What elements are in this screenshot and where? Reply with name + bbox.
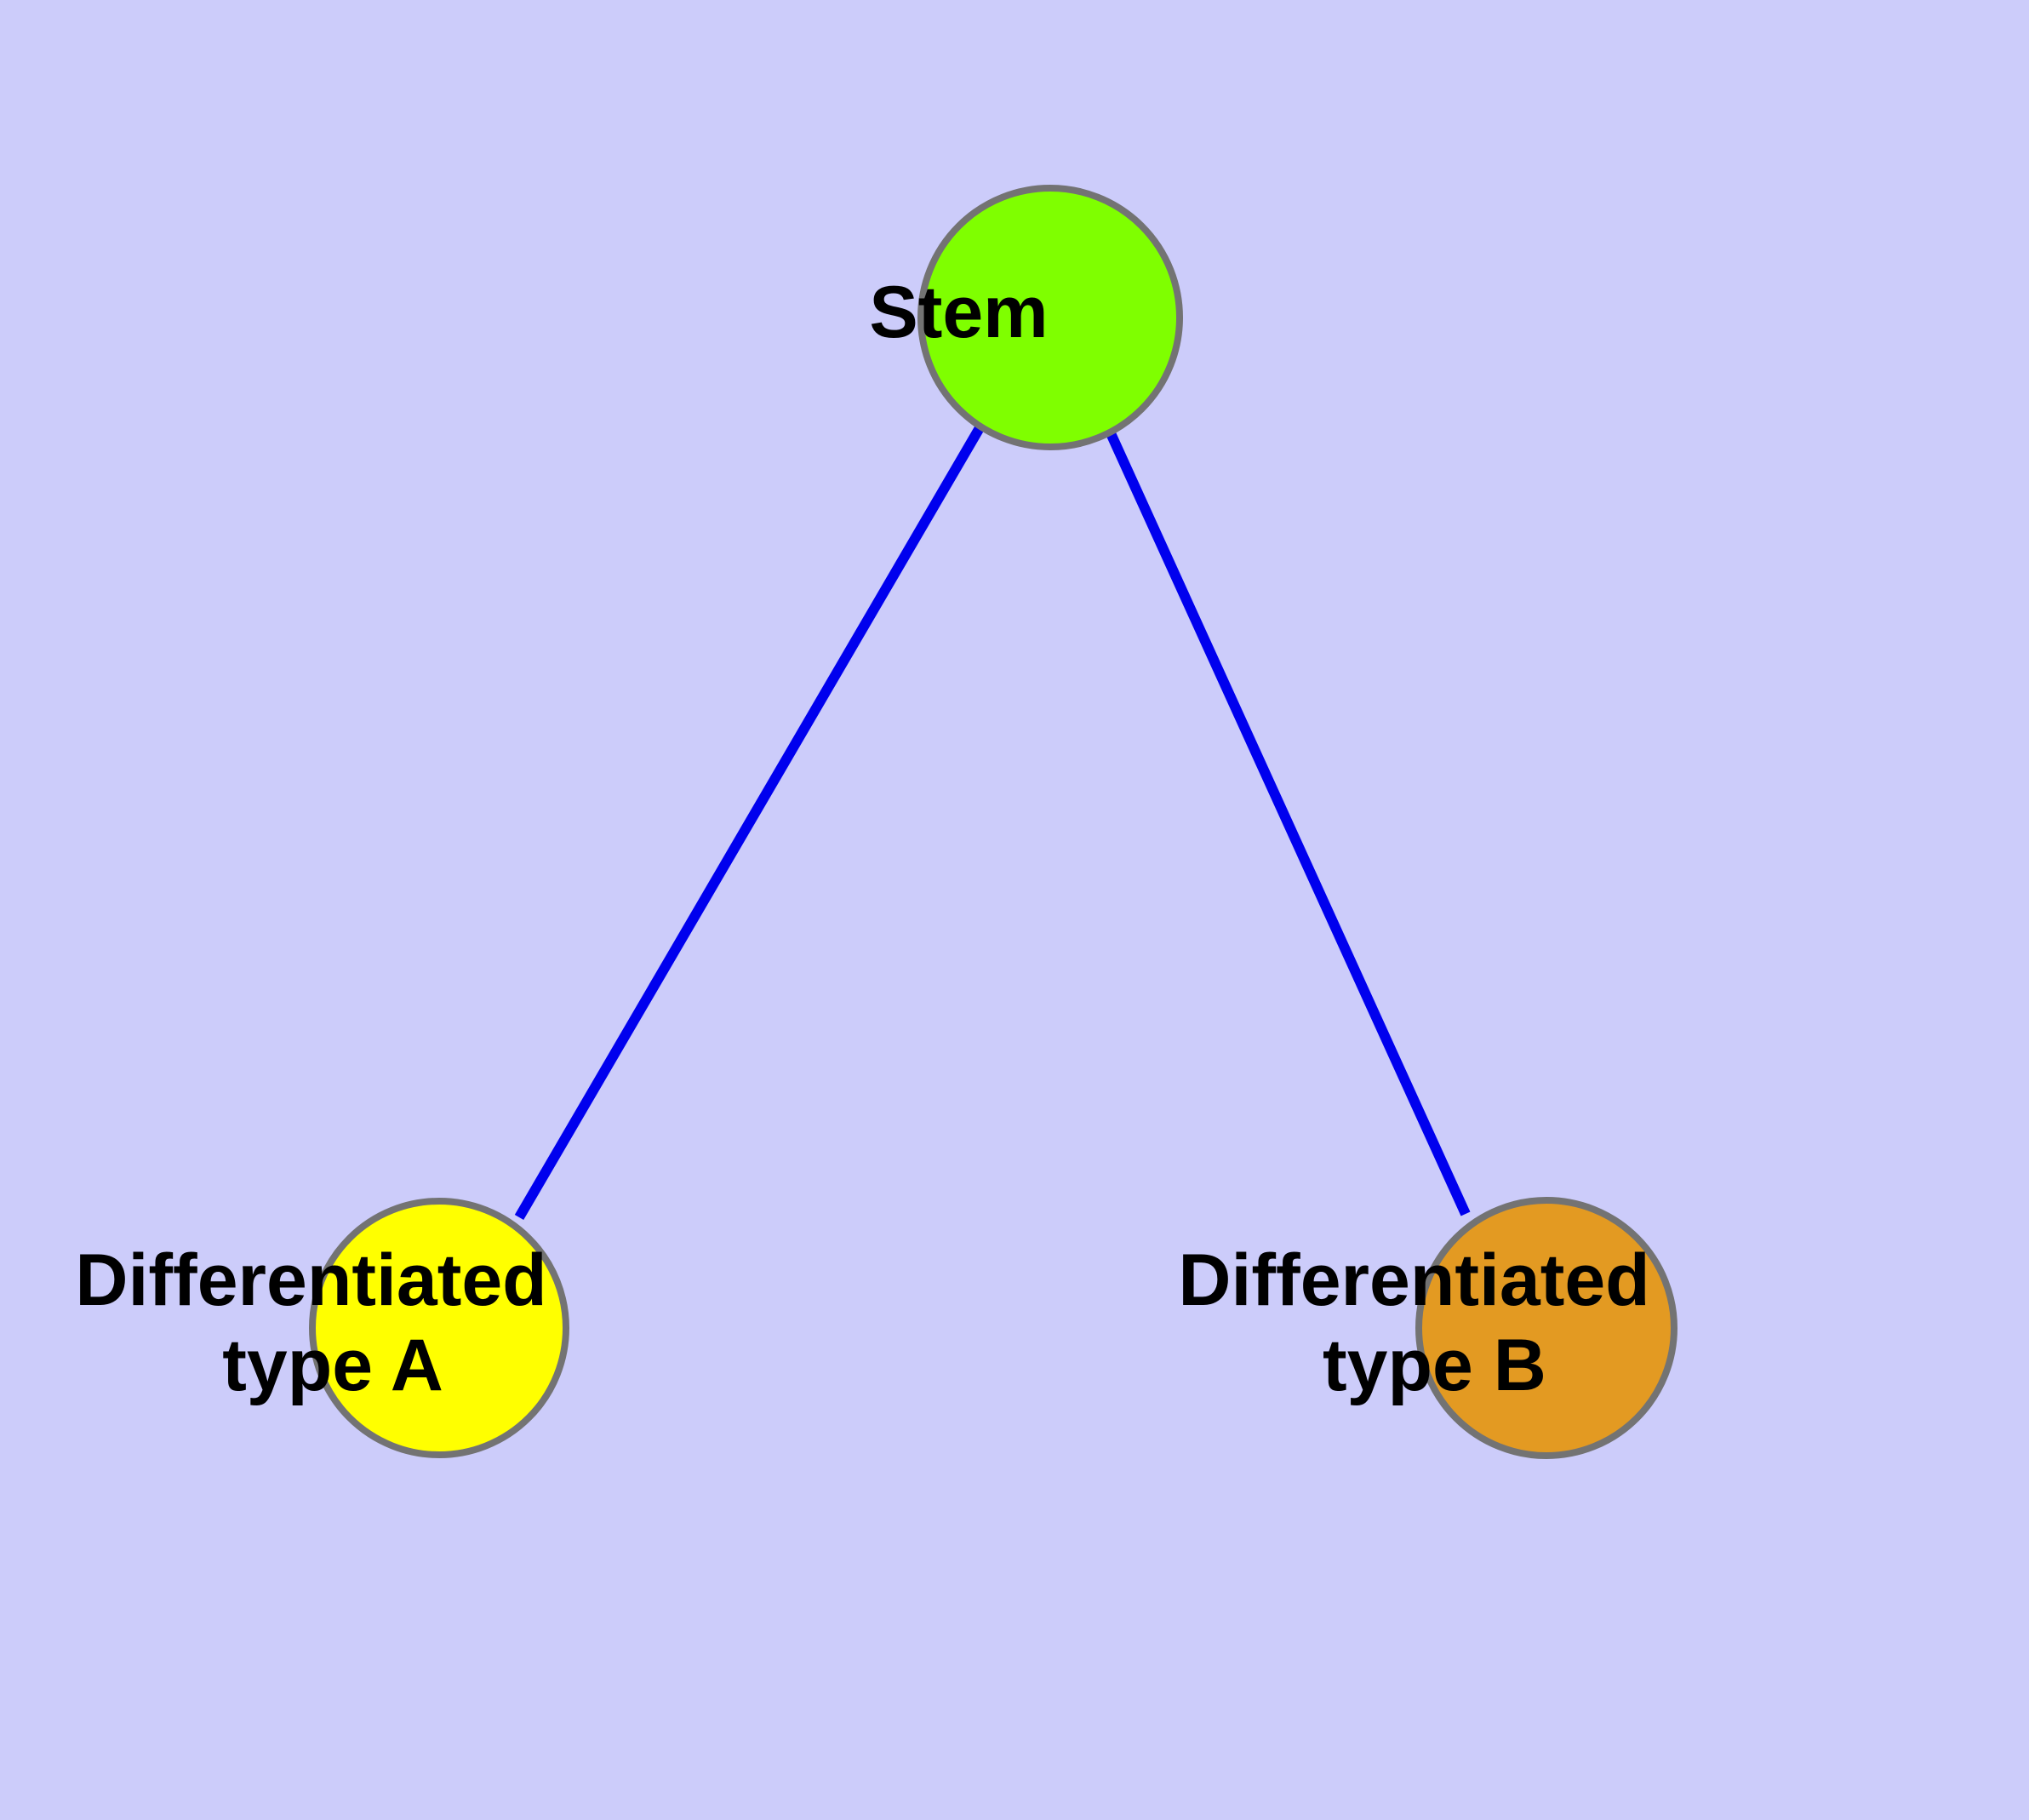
type-a-node-label-line-1: Differentiated [75, 1239, 546, 1321]
stem-node-label: Stem [0, 0, 1232, 353]
type-b-node-label-line-2: type B [1323, 1325, 1546, 1406]
nodes-group: Stem Differentiated type A Differentiate… [0, 0, 1874, 1459]
type-b-node-label: Differentiated type B [1178, 1239, 1649, 1406]
type-a-node-label-line-2: type A [222, 1325, 442, 1406]
edges-group [514, 421, 1471, 1221]
node-differentiated-type-a[interactable]: Differentiated type A [0, 0, 771, 1458]
stem-node-label-line-1: Stem [869, 272, 1048, 353]
type-a-node-label: Differentiated type A [0, 0, 771, 1406]
node-differentiated-type-b[interactable]: Differentiated type B [0, 0, 1874, 1459]
node-stem[interactable]: Stem [0, 0, 1232, 450]
type-a-node-circle[interactable] [309, 1198, 569, 1458]
edge-stem-to-type-a [514, 423, 986, 1221]
edge-stem-to-type-b [1101, 421, 1471, 1216]
type-b-node-circle[interactable] [1415, 1197, 1677, 1459]
stem-node-circle[interactable] [917, 185, 1183, 450]
type-b-node-label-line-1: Differentiated [1178, 1239, 1649, 1321]
